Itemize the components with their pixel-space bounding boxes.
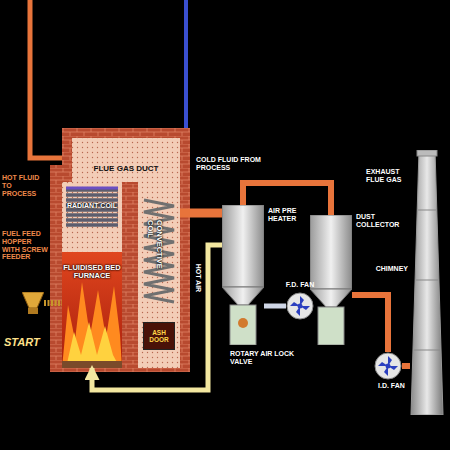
node-text: FUEL FEED HOPPER WITH SCREW FEEDER — [2, 230, 48, 261]
node-text: FLUIDISED BED FURNACE — [62, 264, 122, 281]
plant-illustration-part — [66, 190, 118, 225]
cyclone-shape-part — [310, 289, 352, 307]
pipe-label: COLD FLUID FROM PROCESS — [196, 156, 262, 172]
flue-pipe — [402, 363, 410, 369]
cyclone-shape-part — [238, 318, 248, 328]
fan-symbol — [374, 352, 402, 380]
cyclone-shape — [310, 215, 352, 345]
ash-door: ASH DOOR — [143, 322, 175, 350]
cyclone-shape-part — [222, 287, 264, 305]
flue-pipe — [180, 209, 222, 218]
fan-symbol — [286, 292, 314, 320]
node-text: F.D. FAN — [280, 281, 320, 289]
chimney-shape-part — [411, 150, 443, 415]
fan-symbol-part — [378, 356, 398, 376]
node-text: CHIMNEY — [364, 265, 408, 273]
hopper-shape-part — [22, 292, 44, 308]
cyclone-shape-part — [230, 305, 256, 345]
radiant-coil: RADIANT COIL — [66, 188, 118, 228]
pipe-label: HOT FLUID TO PROCESS — [2, 174, 46, 197]
fuel-hopper: FUEL FEED HOPPER WITH SCREW FEEDER — [22, 292, 44, 314]
plant-illustration-part — [144, 200, 174, 302]
node-text: AIR PRE HEATER — [268, 207, 310, 223]
node-text: ASH DOOR — [144, 329, 174, 344]
hopper-shape-part — [28, 308, 38, 314]
plant-illustration-part — [62, 252, 122, 368]
air-preheater: AIR PRE HEATER — [222, 205, 264, 345]
cyclone-shape-part — [310, 215, 352, 289]
screw-feeder — [44, 300, 62, 306]
chimney-shape — [410, 150, 444, 415]
fd-fan: F.D. FAN — [286, 292, 314, 320]
node-text: DUST COLLECTOR — [356, 213, 406, 229]
chimney: CHIMNEY — [410, 150, 444, 415]
cyclone-shape-part — [222, 205, 264, 287]
node-text: CONVECTIVE COIL — [146, 220, 163, 270]
dust-collector: DUST COLLECTOR — [310, 215, 352, 345]
flue-pipe — [352, 295, 388, 352]
plant-illustration-part — [62, 128, 190, 190]
plant-illustration-part — [72, 138, 180, 182]
start-label: START — [4, 336, 40, 348]
id-fan: I.D. FAN — [374, 352, 402, 380]
plant-illustration-part — [50, 165, 134, 372]
chimney-shape-part — [417, 150, 437, 156]
fan-symbol-part — [386, 364, 391, 369]
hopper-shape — [22, 292, 44, 314]
plant-illustration-part — [138, 182, 180, 368]
cyclone-shape-part — [318, 307, 344, 345]
plant-illustration-part — [62, 361, 122, 368]
chimney-shape-part — [414, 210, 440, 350]
plant-illustration-part — [62, 282, 122, 368]
node-text: RADIANT COIL — [66, 202, 118, 210]
plant-illustration-part — [62, 182, 122, 252]
valve-label: ROTARY AIR LOCK VALVE — [230, 350, 300, 366]
fan-symbol-part — [375, 353, 401, 379]
air-pipe — [264, 304, 286, 309]
exhaust-label: EXHAUST FLUE GAS — [366, 168, 410, 184]
furnace-box: FLUIDISED BED FURNACE RADIANT COIL — [62, 182, 122, 368]
cyclone-shape — [222, 205, 264, 345]
node-text: FLUE GAS DUCT — [72, 165, 180, 174]
fan-symbol-part — [290, 296, 310, 316]
convective-coil: CONVECTIVE COIL ASH DOOR — [138, 190, 180, 368]
edge-label: HOT AIR — [194, 258, 202, 298]
flue-gas-duct: FLUE GAS DUCT — [72, 138, 180, 182]
fan-symbol-part — [298, 304, 303, 309]
fan-symbol-part — [287, 293, 313, 319]
plant-illustration-part — [66, 187, 118, 190]
